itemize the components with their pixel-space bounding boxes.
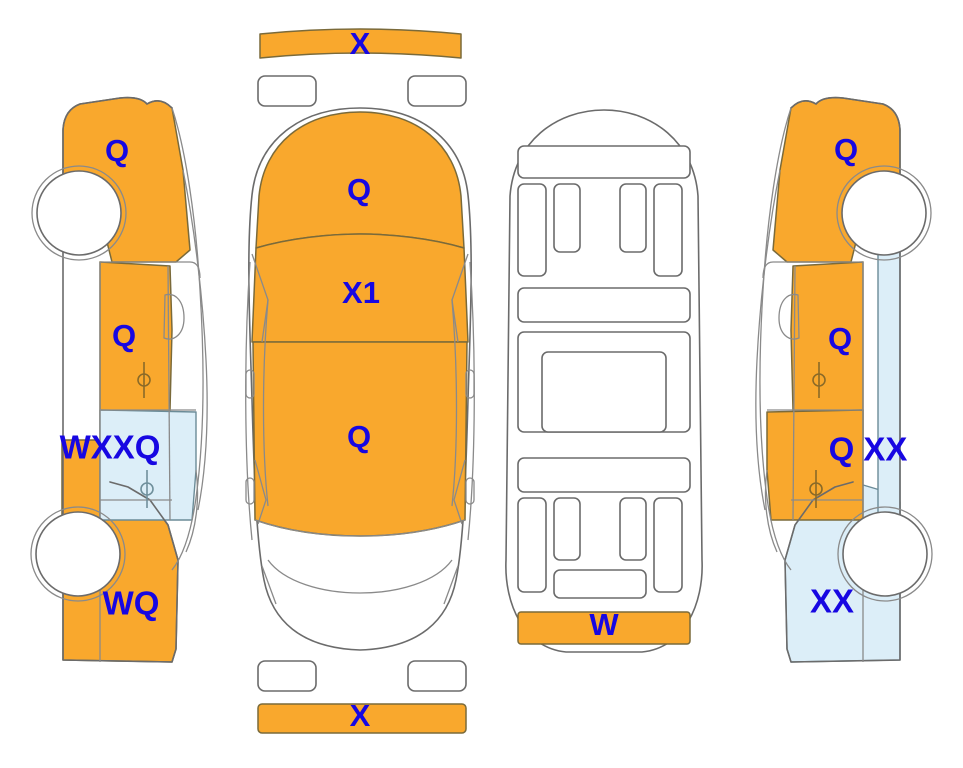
right-side-view: Q Q Q XX XX bbox=[755, 96, 933, 663]
right-front-door-handle-icon bbox=[812, 362, 826, 398]
rear-right-light-box bbox=[407, 660, 467, 692]
underside-view: W bbox=[505, 109, 703, 653]
right-rear-wheel bbox=[842, 511, 928, 597]
top-left-door-line bbox=[262, 299, 269, 507]
rear-right-rail bbox=[653, 497, 683, 593]
left-body-upper-outline bbox=[62, 96, 173, 193]
right-front-wheel bbox=[841, 170, 927, 256]
label-left-rear-quarter: WQ bbox=[103, 585, 160, 622]
label-windshield: X1 bbox=[342, 275, 380, 310]
front-right-rail bbox=[653, 183, 683, 277]
label-roof: Q bbox=[347, 419, 371, 454]
right-rocker-strip[interactable] bbox=[877, 249, 901, 521]
right-cabin-curve bbox=[759, 107, 792, 571]
top-right-door-line bbox=[451, 299, 458, 507]
top-right-c-pillar bbox=[453, 459, 466, 525]
right-front-wheel-inner bbox=[836, 165, 932, 261]
left-door-split-mid bbox=[167, 265, 171, 521]
label-right-rear-door: Q XX bbox=[829, 431, 908, 468]
top-right-sill-line bbox=[467, 261, 475, 541]
left-side-view: Q Q WXXQ WQ bbox=[30, 96, 208, 663]
label-right-front-door: Q bbox=[828, 321, 852, 356]
label-left-rear-door: WXXQ bbox=[60, 429, 161, 466]
rear-right-inner-rail bbox=[619, 497, 647, 561]
front-left-inner-rail bbox=[553, 183, 581, 253]
label-left-front-fender: Q bbox=[105, 133, 129, 168]
front-left-light-box bbox=[257, 75, 317, 107]
left-rear-arch-curve bbox=[185, 469, 199, 553]
right-window-sill bbox=[762, 261, 863, 279]
rear-bumper-bar[interactable] bbox=[257, 703, 467, 734]
top-rear-deck-curve bbox=[254, 519, 466, 537]
rear-cross-member bbox=[517, 457, 691, 493]
left-rear-wheel bbox=[35, 511, 121, 597]
label-right-front-fender: Q bbox=[834, 132, 858, 167]
front-right-light-box bbox=[407, 75, 467, 107]
left-front-door-handle-icon bbox=[137, 362, 151, 398]
top-left-mirror bbox=[245, 369, 255, 399]
rear-center-member bbox=[553, 569, 647, 599]
label-right-rear-quarter: XX bbox=[810, 583, 854, 620]
center-tunnel bbox=[541, 351, 667, 433]
left-front-wheel-inner bbox=[31, 165, 127, 261]
rear-floor-pan-panel[interactable] bbox=[517, 611, 691, 645]
label-rear-bumper: X bbox=[350, 698, 371, 733]
front-right-inner-rail bbox=[619, 183, 647, 253]
front-cross-member bbox=[517, 145, 691, 179]
left-mirror-shape bbox=[163, 293, 185, 340]
right-door-split-mid bbox=[792, 265, 796, 521]
top-left-c-pillar bbox=[254, 459, 267, 525]
rear-left-inner-rail bbox=[553, 497, 581, 561]
front-bumper-bar[interactable] bbox=[259, 28, 462, 59]
rear-left-light-box bbox=[257, 660, 317, 692]
right-body-upper-outline bbox=[790, 96, 901, 193]
left-front-wheel bbox=[36, 170, 122, 256]
top-trunk-curve bbox=[267, 559, 453, 594]
right-rear-wheel-inner bbox=[837, 506, 933, 602]
label-hood: Q bbox=[347, 172, 371, 207]
top-right-door-handle bbox=[465, 477, 475, 505]
top-view: X Q X1 Q X bbox=[245, 26, 475, 734]
label-left-front-door: Q bbox=[112, 318, 136, 353]
top-right-mirror bbox=[465, 369, 475, 399]
top-rear-corner-right bbox=[443, 565, 459, 605]
right-mirror-shape bbox=[778, 293, 800, 340]
top-rear-corner-left bbox=[261, 565, 277, 605]
top-left-door-handle bbox=[245, 477, 255, 505]
left-rear-door-handle-icon bbox=[140, 470, 154, 508]
label-rear-floor-pan: W bbox=[589, 607, 619, 642]
right-cabin-inner-curve bbox=[755, 169, 781, 511]
left-cabin-inner-curve bbox=[182, 169, 208, 511]
right-rear-door-handle-icon bbox=[809, 470, 823, 508]
left-cabin-curve bbox=[171, 107, 204, 571]
front-left-rail bbox=[517, 183, 547, 277]
windshield-panel[interactable] bbox=[251, 233, 469, 343]
rear-left-rail bbox=[517, 497, 547, 593]
left-window-sill bbox=[100, 261, 201, 279]
label-front-bumper: X bbox=[350, 26, 371, 61]
left-rear-wheel-inner bbox=[30, 506, 126, 602]
mid-cross-member bbox=[517, 287, 691, 323]
right-rear-arch-curve bbox=[764, 469, 778, 553]
top-left-sill-line bbox=[245, 261, 253, 541]
